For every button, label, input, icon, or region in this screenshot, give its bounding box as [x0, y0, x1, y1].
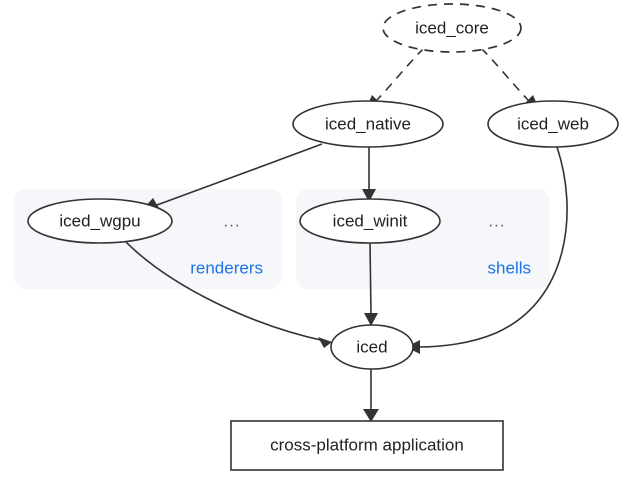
node-iced-native-label: iced_native — [325, 114, 411, 133]
node-iced-wgpu-label: iced_wgpu — [59, 211, 140, 230]
arrowhead-icon — [362, 189, 376, 202]
node-application-shape[interactable] — [230, 420, 504, 471]
node-iced-winit[interactable]: iced_winit — [299, 198, 441, 244]
node-iced-core-label: iced_core — [415, 18, 489, 37]
group-shells-ellipsis: ... — [488, 211, 505, 230]
node-iced-web-shape[interactable] — [487, 100, 619, 148]
node-iced-wgpu-shape[interactable] — [27, 198, 173, 244]
edge-line — [480, 47, 529, 101]
node-iced-web-label: iced_web — [517, 114, 589, 133]
node-iced-winit-shape[interactable] — [299, 198, 441, 244]
edge-iced-to-application — [363, 369, 379, 422]
edge-line — [123, 239, 326, 342]
arrowhead-icon — [318, 337, 332, 348]
group-renderers-label: renderers — [190, 258, 263, 277]
node-iced-web[interactable]: iced_web — [487, 100, 619, 148]
edge-line — [156, 143, 323, 206]
arrowhead-icon — [364, 313, 378, 326]
edge-line — [376, 47, 425, 101]
node-iced-native[interactable]: iced_native — [292, 100, 444, 148]
node-iced-wgpu[interactable]: iced_wgpu — [27, 198, 173, 244]
node-iced-native-shape[interactable] — [292, 100, 444, 148]
node-iced-winit-label: iced_winit — [333, 211, 408, 230]
edge-iced-native-to-iced-winit — [362, 147, 376, 202]
edge-iced-winit-to-iced — [364, 241, 378, 326]
edge-iced-wgpu-to-iced — [123, 239, 332, 348]
node-iced-core[interactable]: iced_core — [382, 3, 522, 53]
node-cross-platform-application[interactable]: cross-platform application — [230, 420, 504, 471]
group-renderers-ellipsis: ... — [223, 211, 240, 230]
group-shells-label: shells — [488, 258, 531, 277]
node-iced-label: iced — [356, 337, 387, 356]
node-iced-core-shape[interactable] — [382, 3, 522, 53]
arrowhead-icon — [363, 409, 379, 422]
edge-line — [369, 241, 372, 315]
edge-line — [418, 146, 568, 348]
node-iced[interactable]: iced — [330, 324, 414, 370]
node-iced-shape[interactable] — [330, 324, 414, 370]
node-application-label: cross-platform application — [270, 435, 464, 454]
